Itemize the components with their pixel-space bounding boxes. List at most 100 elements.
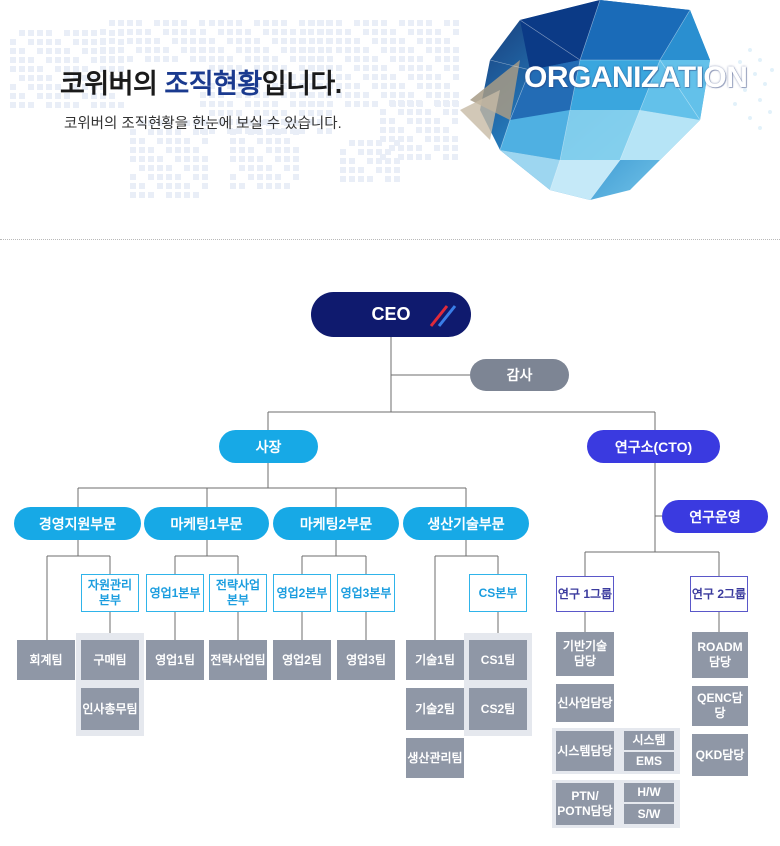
map-dot	[426, 65, 432, 71]
map-dot	[127, 38, 133, 44]
map-dot	[245, 92, 251, 98]
map-dot	[408, 47, 414, 53]
map-dot	[345, 83, 351, 89]
map-dot	[257, 183, 263, 189]
map-dot	[263, 47, 269, 53]
map-dot	[345, 101, 351, 107]
map-dot	[281, 110, 287, 116]
map-dot	[340, 167, 346, 173]
map-dot	[381, 29, 387, 35]
team-strategy: 전략사업팀	[209, 640, 267, 680]
map-dot	[100, 47, 106, 53]
map-dot	[64, 102, 70, 108]
map-dot	[453, 29, 459, 35]
map-dot	[166, 129, 172, 135]
map-dot	[28, 84, 34, 90]
map-dot	[453, 92, 459, 98]
map-dot	[327, 65, 333, 71]
map-dot	[136, 20, 142, 26]
map-dot	[91, 102, 97, 108]
map-dot	[399, 56, 405, 62]
map-dot	[363, 92, 369, 98]
map-dot	[372, 20, 378, 26]
map-dot	[266, 183, 272, 189]
map-dot	[175, 129, 181, 135]
map-dot	[157, 174, 163, 180]
map-dot	[293, 120, 299, 126]
map-dot	[175, 192, 181, 198]
map-dot	[236, 38, 242, 44]
map-dot	[73, 66, 79, 72]
map-dot	[236, 92, 242, 98]
map-dot	[37, 93, 43, 99]
map-dot	[453, 20, 459, 26]
map-dot	[408, 56, 414, 62]
map-dot	[236, 65, 242, 71]
map-dot	[184, 147, 190, 153]
map-dot	[218, 20, 224, 26]
map-dot	[130, 192, 136, 198]
map-dot	[272, 110, 278, 116]
map-dot	[416, 127, 422, 133]
map-dot	[300, 74, 306, 80]
map-dot	[434, 145, 440, 151]
map-dot	[398, 136, 404, 142]
map-dot	[349, 158, 355, 164]
map-dot	[434, 127, 440, 133]
map-dot	[398, 154, 404, 160]
map-dot	[73, 39, 79, 45]
map-dot	[340, 176, 346, 182]
map-dot	[55, 48, 61, 54]
map-dot	[358, 149, 364, 155]
map-dot	[444, 38, 450, 44]
map-dot	[227, 74, 233, 80]
map-dot	[381, 83, 387, 89]
map-dot	[425, 118, 431, 124]
rg1-ptn-sub-hw: H/W	[624, 783, 674, 802]
map-dot	[200, 38, 206, 44]
map-dot	[157, 183, 163, 189]
map-dot	[425, 127, 431, 133]
map-dot	[284, 156, 290, 162]
map-dot	[284, 120, 290, 126]
map-dot	[452, 109, 458, 115]
map-dot	[209, 47, 215, 53]
map-dot	[266, 165, 272, 171]
map-dot	[127, 20, 133, 26]
map-dot	[407, 118, 413, 124]
hq-sales-3: 영업3본부	[337, 574, 395, 612]
map-dot	[154, 38, 160, 44]
map-dot	[139, 120, 145, 126]
map-dot	[367, 149, 373, 155]
hq-resource-management: 자원관리 본부	[81, 574, 139, 612]
map-dot	[367, 140, 373, 146]
map-dot	[444, 65, 450, 71]
map-dot	[336, 65, 342, 71]
map-dot	[381, 74, 387, 80]
map-dot	[426, 29, 432, 35]
map-dot	[309, 101, 315, 107]
map-dot	[82, 93, 88, 99]
map-dot	[345, 92, 351, 98]
map-dot	[172, 20, 178, 26]
map-dot	[254, 47, 260, 53]
map-dot	[130, 174, 136, 180]
map-dot	[336, 29, 342, 35]
map-dot	[300, 83, 306, 89]
map-dot	[272, 65, 278, 71]
map-dot	[245, 101, 251, 107]
rg2-roadm: ROADM 담당	[692, 632, 748, 678]
map-dot	[230, 183, 236, 189]
map-dot	[308, 119, 314, 125]
research-ops-node: 연구운영	[662, 500, 768, 533]
map-dot	[19, 66, 25, 72]
map-dot	[227, 83, 233, 89]
map-dot	[166, 183, 172, 189]
map-dot	[275, 183, 281, 189]
map-dot	[166, 147, 172, 153]
team-accounting: 회계팀	[17, 640, 75, 680]
map-dot	[272, 56, 278, 62]
hq-cs-label: CS본부	[478, 585, 518, 600]
map-dot	[230, 147, 236, 153]
map-dot	[381, 65, 387, 71]
